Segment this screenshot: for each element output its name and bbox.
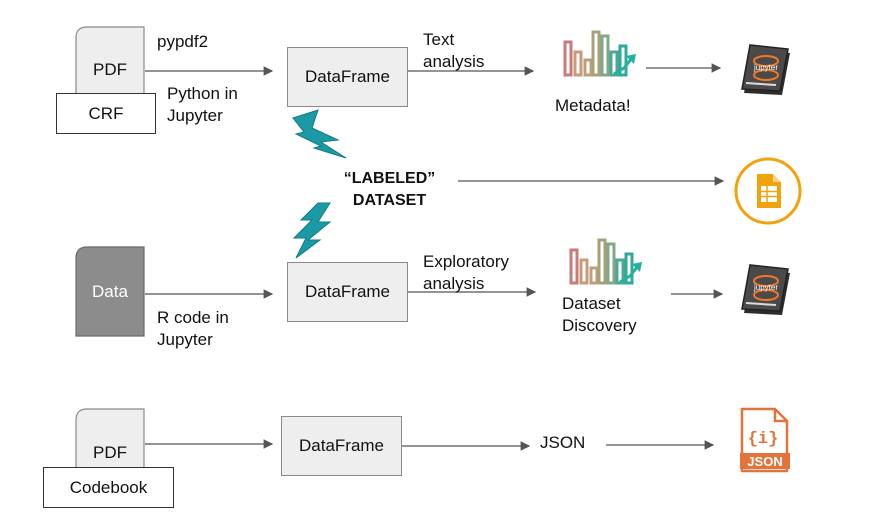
data-document-label: Data	[92, 282, 128, 301]
json-brace-text: {i}	[748, 430, 779, 449]
python-label-line1: Python in	[167, 84, 238, 103]
r-code-in-jupyter-label: R code in Jupyter	[157, 307, 229, 351]
lightning-bolt-icon	[292, 109, 347, 159]
dataset-discovery-label: Dataset Discovery	[562, 293, 637, 337]
dataframe-box-2: DataFrame	[287, 262, 408, 322]
text-analysis-line2: analysis	[423, 52, 485, 71]
metadata-label: Metadata!	[555, 96, 631, 115]
jupyter-notebook-icon: jupyter	[738, 43, 794, 99]
labeled-dataset-label: “LABELED” DATASET	[322, 168, 457, 212]
r-label-line2: Jupyter	[157, 330, 213, 349]
python-in-jupyter-label: Python in Jupyter	[167, 83, 238, 127]
exploratory-line2: analysis	[423, 274, 485, 293]
json-label: JSON	[540, 433, 586, 452]
bar-chart-trend-icon	[562, 28, 642, 78]
pdf-document-label: PDF	[93, 443, 127, 462]
exploratory-line1: Exploratory	[423, 252, 509, 271]
discovery-line2: Discovery	[562, 316, 637, 335]
dataframe-label: DataFrame	[304, 67, 391, 86]
json-icon-text: JSON	[747, 454, 782, 469]
dataframe-box-1: DataFrame	[287, 47, 408, 107]
labeled-line1: “LABELED”	[343, 170, 436, 187]
google-sheets-icon	[733, 156, 803, 226]
bar-chart-trend-icon	[568, 236, 648, 286]
r-label-line1: R code in	[157, 308, 229, 327]
discovery-line1: Dataset	[562, 294, 621, 313]
pdf-document-label: PDF	[93, 60, 127, 79]
pypdf2-label: pypdf2	[157, 32, 209, 51]
crf-box: CRF	[56, 93, 156, 134]
codebook-box: Codebook	[43, 467, 174, 508]
jupyter-notebook-icon: jupyter	[738, 263, 794, 319]
dataframe-label: DataFrame	[298, 436, 385, 455]
svg-text:jupyter: jupyter	[753, 283, 778, 292]
data-document: Data	[75, 246, 145, 337]
python-label-line2: Jupyter	[167, 106, 223, 125]
text-analysis-label: Text analysis	[423, 29, 484, 73]
dataframe-label: DataFrame	[304, 282, 391, 301]
codebook-label: Codebook	[69, 477, 148, 497]
crf-label: CRF	[88, 103, 124, 123]
labeled-line2: DATASET	[352, 192, 427, 209]
svg-text:jupyter: jupyter	[753, 63, 778, 72]
text-analysis-line1: Text	[423, 30, 455, 49]
exploratory-analysis-label: Exploratory analysis	[423, 251, 509, 295]
lightning-bolt-icon	[292, 202, 332, 259]
dataframe-box-3: DataFrame	[281, 416, 402, 476]
json-file-icon: {i} JSON	[737, 407, 793, 473]
